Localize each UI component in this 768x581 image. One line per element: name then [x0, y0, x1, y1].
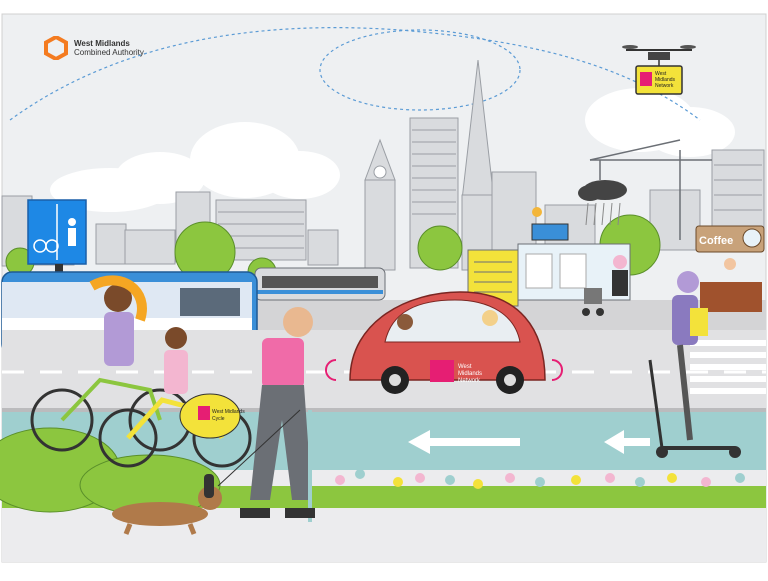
coffee-stand: Coffee	[695, 225, 765, 312]
flight-path	[9, 27, 701, 121]
sun-icon	[532, 207, 542, 217]
logo-text: West Midlands Combined Authority	[74, 39, 144, 57]
bike-text-line2: Cycle	[212, 416, 225, 422]
car-text-line3: Network	[458, 378, 481, 384]
rain-cloud	[578, 180, 627, 226]
scooter-rider	[648, 271, 741, 458]
dachshund-dog	[112, 409, 301, 535]
bushes	[0, 427, 221, 516]
drone-sign-line3: Network	[655, 83, 674, 89]
car-text-line1: West	[458, 364, 472, 370]
flight-loop	[319, 29, 521, 111]
clock-face	[373, 165, 387, 179]
pedestrian-icon	[68, 218, 76, 226]
drone: West Midlands Network	[622, 45, 696, 95]
bike-text-line1: West Midlands	[212, 409, 245, 415]
drone-sign-line2: Midlands	[655, 77, 676, 83]
crane	[589, 139, 712, 240]
lane-arrows	[408, 430, 650, 454]
coffee-sign: Coffee	[699, 235, 733, 247]
logo-line1: West Midlands	[74, 39, 130, 48]
autonomous-car: West Midlands Network	[325, 291, 563, 394]
hexagon-logo-icon	[44, 36, 68, 60]
solar-panel	[531, 223, 569, 241]
crossing	[690, 340, 766, 394]
tram	[254, 267, 386, 301]
drone-sign-line1: West	[655, 71, 667, 77]
logo-line2: Combined Authority	[74, 48, 144, 57]
cyclist-adult	[30, 275, 192, 452]
clouds	[50, 88, 735, 212]
logo: West Midlands Combined Authority	[44, 36, 144, 60]
cyclist-child: West Midlands Cycle	[98, 327, 252, 468]
car-text-line2: Midlands	[458, 371, 482, 377]
pedestrian-with-stroller	[582, 255, 628, 316]
